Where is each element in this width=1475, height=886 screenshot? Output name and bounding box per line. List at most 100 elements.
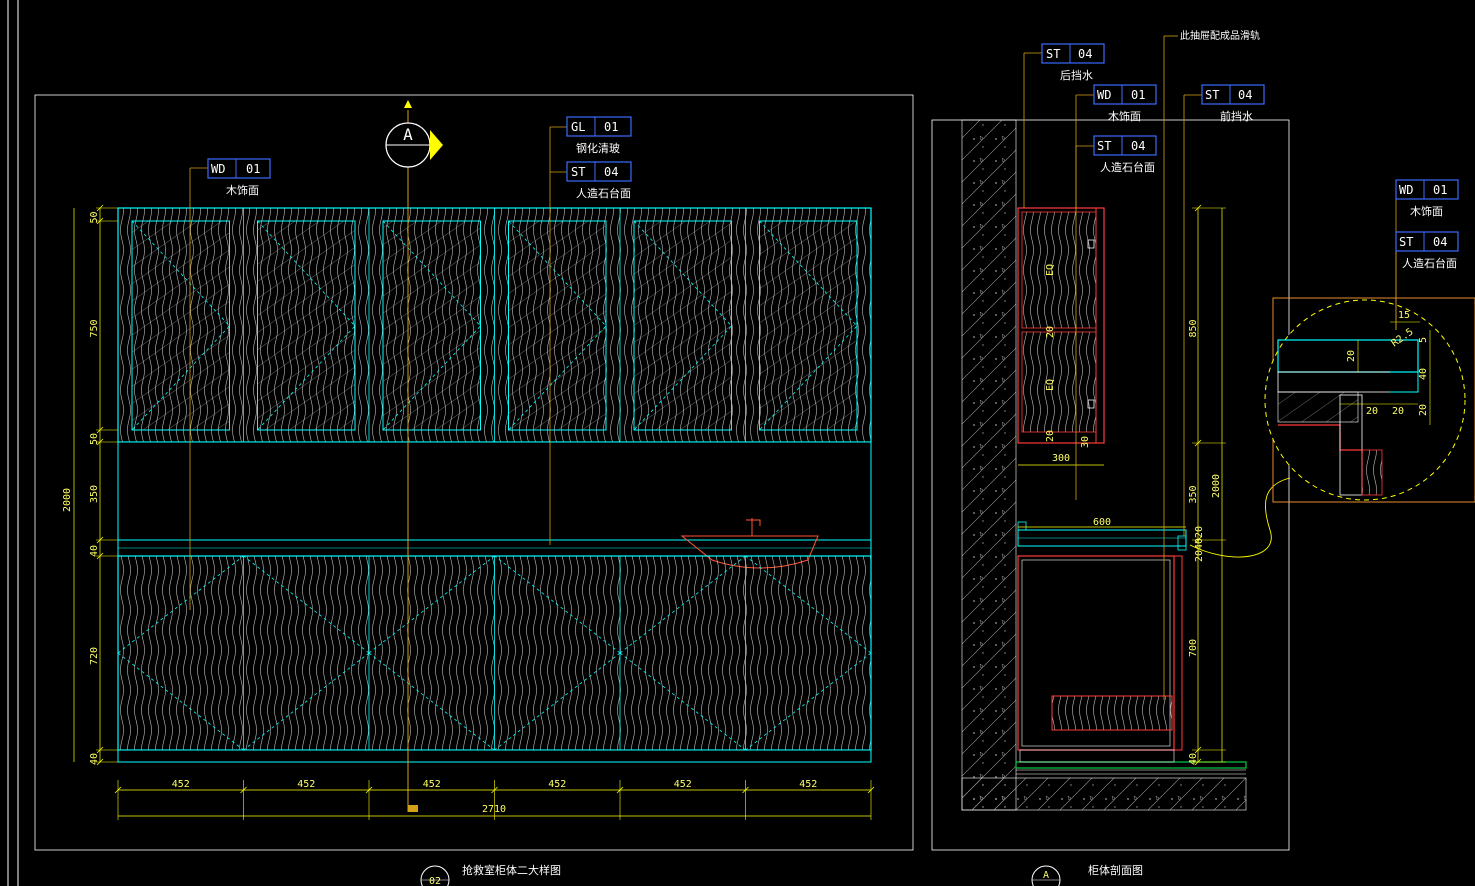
tag-label: 木饰面 xyxy=(1108,109,1141,123)
elevation-title: 02 抢救室柜体二大样图 xyxy=(420,863,561,886)
tag-st04-section-counter[interactable]: ST 04 人造石台面 xyxy=(1075,135,1157,500)
floor-slab xyxy=(961,777,1247,811)
elevation-horizontal-dimensions: 452 452 452 452 452 452 2710 xyxy=(114,779,875,820)
section-title: A 柜体剖面图 xyxy=(1031,863,1143,886)
dim-tick xyxy=(867,786,875,794)
glass-door-panel xyxy=(633,220,732,431)
elevation-vertical-dim-label: 750 xyxy=(89,319,100,337)
tag-code: WD xyxy=(1399,183,1413,197)
elevation-vertical-dim-label: 720 xyxy=(89,647,100,665)
detail-dim-label: 15 xyxy=(1398,310,1410,321)
section-frame xyxy=(931,119,1290,851)
sheet-border xyxy=(7,0,19,886)
dim-tick xyxy=(96,426,104,434)
upper-cabinet-dim-label: 20 xyxy=(1045,326,1056,338)
upper-cabinet-dim-label: EQ xyxy=(1045,264,1056,276)
tag-code: WD xyxy=(211,162,225,176)
tag-st04-detail[interactable]: ST 04 人造石台面 xyxy=(1395,231,1459,330)
tag-wd01-detail[interactable]: WD 01 木饰面 xyxy=(1395,179,1459,330)
detail-dim-label: 5 xyxy=(1418,337,1429,343)
upper-cabinet-section[interactable] xyxy=(1017,207,1105,444)
total-height-dim: 2000 xyxy=(62,488,73,512)
dim-tick xyxy=(1194,746,1202,754)
tag-num: 01 xyxy=(246,162,260,176)
tag-gl01-elevation[interactable]: GL 01 钢化清玻 ST 04 人造石台面 xyxy=(549,116,632,545)
counter-edge-dim-label: 40 xyxy=(1194,538,1205,550)
total-width-dim: 2710 xyxy=(482,804,506,815)
elevation-title-text: 抢救室柜体二大样图 xyxy=(462,863,561,877)
detail-dim-label: 20 xyxy=(1366,406,1378,417)
tag-label: 前挡水 xyxy=(1220,109,1253,123)
bay-width-dim-label: 452 xyxy=(423,779,441,790)
dim-tick xyxy=(96,552,104,560)
tag-st04-back-splash[interactable]: ST 04 后挡水 xyxy=(1023,43,1105,208)
elevation-vertical-dim-label: 40 xyxy=(89,753,100,765)
dim-tick xyxy=(742,786,749,794)
dim-tick xyxy=(96,217,104,225)
backsplash-zone xyxy=(117,441,872,541)
section-right-dim-label: 40 xyxy=(1188,753,1199,765)
tag-wd01-section[interactable]: WD 01 木饰面 xyxy=(1075,84,1157,208)
floor-finish xyxy=(1015,761,1247,769)
counter-edge-dim-label: 20 xyxy=(1194,550,1205,562)
drawer-slide-note-text: 此抽屉配成品滑轨 xyxy=(1180,29,1260,42)
bay-width-dim-label: 452 xyxy=(799,779,817,790)
lower-cabinet-doors xyxy=(117,555,872,751)
dim-tick xyxy=(96,746,104,754)
elevation-vertical-dim-label: 50 xyxy=(89,211,100,223)
section-right-dim-label: 700 xyxy=(1188,639,1199,657)
upper-depth-dimension: 300 xyxy=(1018,453,1104,466)
tag-num: 04 xyxy=(604,165,618,179)
detail-dim-label: 20 xyxy=(1392,406,1404,417)
lower-cabinet-section[interactable] xyxy=(1017,555,1183,763)
tag-label: 木饰面 xyxy=(1410,204,1443,218)
tag-code: ST xyxy=(1399,235,1413,249)
bay-width-dim-label: 452 xyxy=(674,779,692,790)
tag-wd01-elevation[interactable]: WD 01 木饰面 xyxy=(189,158,271,610)
upper-cabinet-dim-label: EQ xyxy=(1045,379,1056,391)
dim-tick xyxy=(1194,536,1202,544)
lower-door-swing xyxy=(494,555,621,751)
upper-cabinet-dim-label: 20 xyxy=(1045,430,1056,442)
section-right-dim-label: 350 xyxy=(1188,485,1199,503)
drawer-slide-note[interactable]: 此抽屉配成品滑轨 xyxy=(1163,29,1260,700)
glass-door-panel xyxy=(382,220,481,431)
elevation-vertical-dim-label: 40 xyxy=(89,545,100,557)
detail-dim-label: 40 xyxy=(1418,368,1429,380)
upper-depth-dim: 300 xyxy=(1052,453,1070,464)
tag-st04-front-splash[interactable]: ST 04 前挡水 xyxy=(1183,84,1265,536)
tag-num: 04 xyxy=(1238,88,1252,102)
wall-hatch xyxy=(961,119,1017,811)
dim-tick xyxy=(1194,439,1202,447)
glass-door-panel xyxy=(131,220,230,431)
dim-tick xyxy=(240,786,247,794)
lower-door-swing xyxy=(745,555,872,751)
faucet-icon xyxy=(746,518,761,536)
bay-width-dim-label: 452 xyxy=(548,779,566,790)
countertop-section[interactable] xyxy=(1017,521,1187,551)
detail-dim-label: 20 xyxy=(1346,350,1357,362)
toe-kick xyxy=(117,749,872,763)
counter-depth-dim: 600 xyxy=(1093,517,1111,528)
section-marker[interactable]: A xyxy=(385,100,443,812)
dim-tick xyxy=(96,204,104,212)
detail-leader xyxy=(1189,477,1291,558)
bay-width-dim-label: 452 xyxy=(172,779,190,790)
section-title-text: 柜体剖面图 xyxy=(1088,863,1143,877)
elevation-title-num: 02 xyxy=(429,876,441,886)
section-marker-letter: A xyxy=(403,125,413,144)
tag-label: 人造石台面 xyxy=(576,186,631,200)
tag-code: GL xyxy=(571,120,585,134)
bay-width-dim-label: 452 xyxy=(297,779,315,790)
dim-tick xyxy=(365,786,373,794)
glass-door-panel xyxy=(257,220,356,431)
tag-label: 人造石台面 xyxy=(1100,160,1155,174)
lower-door-swing xyxy=(243,555,370,751)
dim-tick xyxy=(96,536,104,544)
